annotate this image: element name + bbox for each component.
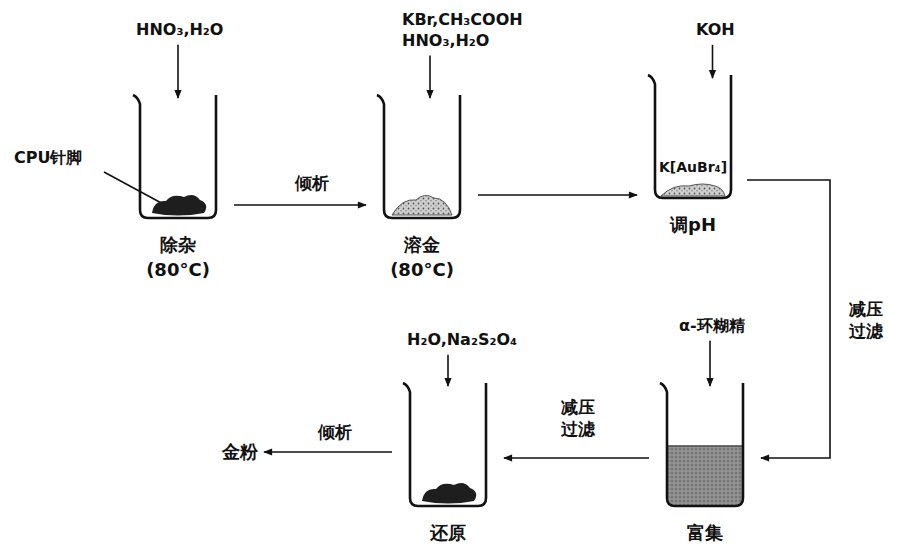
reagent-label: KBr,CH₃COOH HNO₃,H₂O <box>402 10 523 52</box>
leader-line <box>104 172 165 205</box>
edge-label: 倾析 <box>316 421 354 443</box>
beaker: 富集 <box>655 380 755 545</box>
product-label: 金粉 <box>222 440 258 463</box>
edge-label: 减压 过滤 <box>559 396 597 440</box>
solid <box>661 184 725 196</box>
beaker-figure <box>398 380 498 510</box>
flow-arrow <box>234 204 366 206</box>
reagent-label: KOH <box>696 20 735 41</box>
flow-arrow <box>429 56 431 98</box>
beaker-outline <box>133 95 216 218</box>
beaker-outline <box>648 75 731 198</box>
solid <box>422 483 476 503</box>
step-name: (80°C) <box>372 257 472 282</box>
part-label: CPU针脚 <box>14 148 82 169</box>
step-name: 除杂 <box>128 232 228 257</box>
reagent-label: α-环糊精 <box>679 316 745 337</box>
reagent-label: HNO₃,H₂O <box>136 20 223 41</box>
flow-arrow <box>264 451 392 453</box>
flow-arrow <box>709 341 711 386</box>
beaker-outline <box>660 383 743 506</box>
reagent-label: α-环糊精 <box>679 316 745 337</box>
beaker-outline <box>403 383 486 506</box>
beaker-figure <box>128 92 228 222</box>
beaker: K[AuBr₄] 调pH <box>643 72 743 237</box>
reagent-label: H₂O,Na₂S₂O₄ <box>407 330 517 351</box>
reagent-label: KBr,CH₃COOH HNO₃,H₂O <box>402 10 523 52</box>
solid <box>152 195 206 215</box>
flow-arrow <box>747 180 830 458</box>
product-label: 金粉 <box>222 440 258 463</box>
beaker: 还原 <box>398 380 498 545</box>
step-name: 调pH <box>643 212 743 237</box>
reagent-label: KOH <box>696 20 735 41</box>
beaker-figure <box>655 380 755 510</box>
beaker: 除杂(80°C) <box>128 92 228 282</box>
beaker-figure <box>643 72 743 202</box>
flow-arrow <box>504 457 649 459</box>
step-name: 溶金 <box>372 232 472 257</box>
solution-formula: K[AuBr₄] <box>655 158 731 176</box>
solution <box>668 446 742 505</box>
step-name: (80°C) <box>128 257 228 282</box>
flow-arrow <box>177 45 179 98</box>
solid <box>392 195 452 215</box>
flow-arrow <box>447 355 449 386</box>
beaker: 溶金(80°C) <box>372 92 472 282</box>
reagent-label: HNO₃,H₂O <box>136 20 223 41</box>
beaker-outline <box>377 95 460 218</box>
edge-label: 倾析 <box>293 172 331 194</box>
flow-arrow <box>712 45 714 78</box>
edge-label: 减压 过滤 <box>847 298 885 342</box>
beaker-figure <box>372 92 472 222</box>
flow-arrow <box>478 194 637 196</box>
step-name: 富集 <box>655 520 755 545</box>
step-name: 还原 <box>398 520 498 545</box>
reagent-label: H₂O,Na₂S₂O₄ <box>407 330 517 351</box>
